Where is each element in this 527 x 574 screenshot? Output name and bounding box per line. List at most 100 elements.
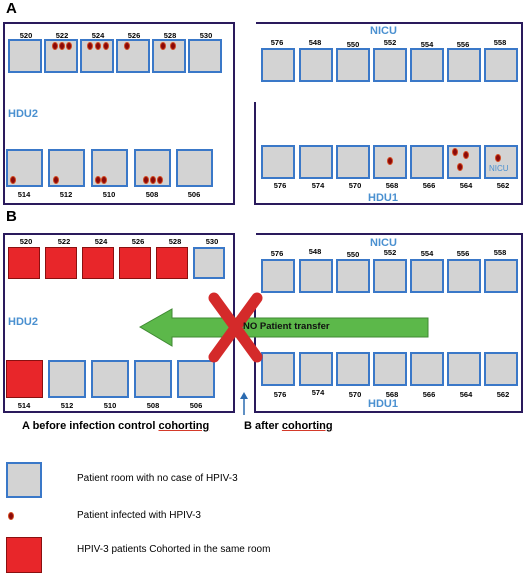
infected-patient-dot — [170, 42, 176, 50]
room-number: 574 — [311, 181, 325, 190]
room — [373, 259, 407, 293]
room-number: 508 — [146, 401, 160, 410]
room-number: 506 — [189, 401, 203, 410]
room-number: 530 — [205, 237, 219, 246]
infected-patient-dot — [457, 163, 463, 171]
infected-patient-dot — [143, 176, 149, 184]
room-number: 554 — [420, 40, 434, 49]
infected-patient-dot — [463, 151, 469, 159]
infected-patient-dot — [53, 176, 59, 184]
room — [261, 48, 295, 82]
room-number: 522 — [57, 237, 71, 246]
cohort-room — [45, 247, 77, 279]
room-number: 558 — [493, 248, 507, 257]
room — [484, 145, 518, 179]
cohort-room — [82, 247, 114, 279]
room — [410, 48, 444, 82]
room-number: 548 — [308, 38, 322, 47]
room — [261, 352, 295, 386]
room — [410, 352, 444, 386]
right-ward-b-door — [254, 233, 256, 309]
room — [373, 48, 407, 82]
infected-patient-dot — [87, 42, 93, 50]
room-number: 526 — [127, 31, 141, 40]
room-number: 550 — [346, 250, 360, 259]
room-number: 554 — [420, 249, 434, 258]
right-ward-a-door — [254, 22, 256, 102]
room — [177, 360, 215, 398]
room-number: 550 — [346, 40, 360, 49]
room — [447, 48, 481, 82]
hdu1-label: HDU1 — [368, 192, 398, 204]
legend-infected-dot — [8, 512, 14, 520]
caption-b-prefix: B after — [244, 420, 282, 432]
room-number: 568 — [385, 390, 399, 399]
infected-patient-dot — [95, 176, 101, 184]
cohort-room — [8, 247, 40, 279]
left-ward-a — [3, 22, 235, 205]
room — [134, 360, 172, 398]
room — [176, 149, 213, 187]
room-number: 522 — [55, 31, 69, 40]
room-number: 558 — [493, 38, 507, 47]
infected-patient-dot — [495, 154, 501, 162]
infected-patient-dot — [52, 42, 58, 50]
room — [91, 360, 129, 398]
room-number: 512 — [60, 401, 74, 410]
room-number: 562 — [496, 181, 510, 190]
room-number: 552 — [383, 38, 397, 47]
infected-patient-dot — [59, 42, 65, 50]
infected-patient-dot — [95, 42, 101, 50]
room-number: 514 — [17, 190, 31, 199]
caption-b-word: cohorting — [281, 420, 333, 432]
legend-infected-text: Patient infected with HPIV-3 — [77, 510, 201, 521]
room-number: 524 — [91, 31, 105, 40]
legend-cohort-text: HPIV-3 patients Cohorted in the same roo… — [77, 544, 271, 555]
room — [484, 352, 518, 386]
room-number: 570 — [348, 181, 362, 190]
room — [261, 145, 295, 179]
room — [299, 352, 333, 386]
room-number: 576 — [273, 390, 287, 399]
room — [261, 259, 295, 293]
nicu-room-label: NICU — [489, 164, 509, 173]
cohort-room — [6, 360, 43, 398]
room — [484, 259, 518, 293]
room-number: 508 — [145, 190, 159, 199]
room-number: 552 — [383, 248, 397, 257]
room — [48, 360, 86, 398]
room-number: 528 — [168, 237, 182, 246]
room-number: 576 — [270, 38, 284, 47]
caption-a-word: cohorting — [158, 420, 210, 432]
room — [193, 247, 225, 279]
room — [410, 145, 444, 179]
infected-patient-dot — [101, 176, 107, 184]
room — [336, 352, 370, 386]
room-number: 506 — [187, 190, 201, 199]
panel-a-letter: A — [6, 0, 17, 17]
room-number: 564 — [459, 390, 473, 399]
room-number: 562 — [496, 390, 510, 399]
infected-patient-dot — [66, 42, 72, 50]
room-number: 564 — [459, 181, 473, 190]
caption-a: A before infection control cohorting — [22, 420, 209, 432]
cohort-room — [119, 247, 151, 279]
nicu-label: NICU — [370, 25, 397, 37]
infected-patient-dot — [150, 176, 156, 184]
legend-cohort-swatch — [6, 537, 42, 573]
room-number: 524 — [94, 237, 108, 246]
legend-room-swatch — [6, 462, 42, 498]
room — [447, 259, 481, 293]
right-ward-a — [254, 22, 523, 205]
room — [299, 259, 333, 293]
room — [410, 259, 444, 293]
room-number: 576 — [273, 181, 287, 190]
room — [8, 39, 42, 73]
room-number: 566 — [422, 181, 436, 190]
room — [447, 145, 481, 179]
room-number: 556 — [456, 40, 470, 49]
room — [188, 39, 222, 73]
room-number: 530 — [199, 31, 213, 40]
infected-patient-dot — [160, 42, 166, 50]
room-number: 568 — [385, 181, 399, 190]
